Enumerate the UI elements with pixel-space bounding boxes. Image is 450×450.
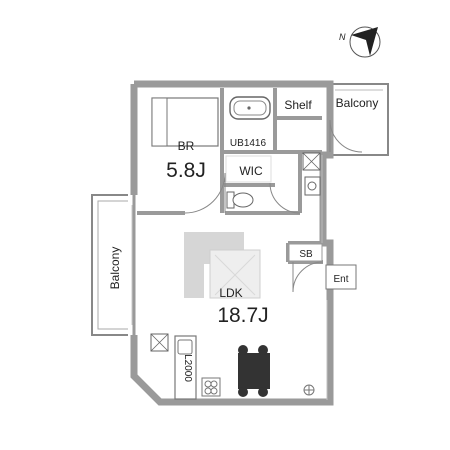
bathtub-icon: [229, 96, 271, 120]
kitchen-counter: [174, 335, 221, 400]
shoe-box: [288, 243, 323, 262]
wic-area: [225, 155, 272, 183]
top-right-balcony: [330, 83, 389, 156]
left-balcony: [91, 194, 128, 336]
entrance-box: [325, 264, 357, 290]
plant-icon: [303, 384, 315, 396]
ldk-size: 18.7J: [217, 304, 268, 327]
wash-basin-icon: [304, 176, 321, 196]
bedroom-size: 5.8J: [166, 159, 206, 182]
shelf-label: Shelf: [284, 98, 312, 112]
top-balcony-label: Balcony: [336, 96, 379, 110]
left-balcony-label: Balcony: [108, 247, 122, 290]
refrigerator-icon: [150, 333, 169, 352]
toilet-icon: [226, 191, 254, 209]
interior-walls: [137, 88, 323, 264]
kitchen-label: L2000: [182, 354, 193, 382]
ldk-label: LDK: [219, 286, 242, 300]
door-swings: [184, 119, 363, 293]
entrance-label: Ent: [333, 274, 348, 285]
rug: [209, 249, 261, 299]
shoe-box-label: SB: [299, 249, 313, 260]
outer-walls: [130, 80, 334, 406]
washing-machine-icon: [302, 152, 321, 171]
north-compass-icon: [349, 26, 381, 58]
bath-label: UB1416: [230, 138, 267, 149]
bed: [151, 97, 219, 147]
dining-table: [238, 345, 270, 397]
wic-label: WIC: [239, 164, 263, 178]
north-label: N: [339, 32, 346, 42]
bedroom-label: BR: [178, 139, 195, 153]
